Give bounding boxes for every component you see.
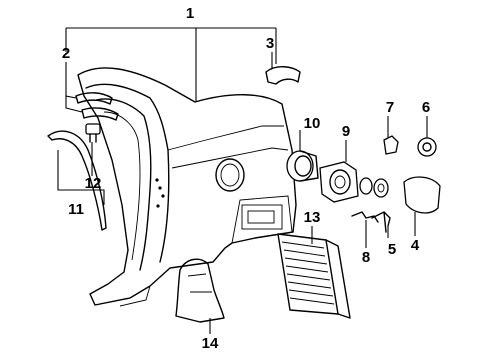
callout-1: 1 [186,5,194,22]
callout-labels: 1 2 3 4 5 6 7 8 9 10 11 12 13 14 [62,5,430,352]
arch-molding-strip [75,92,119,121]
fuel-door [403,176,441,214]
callout-8: 8 [362,249,370,266]
lock-cylinder [417,137,437,157]
hinge-part [371,211,391,233]
small-clip [383,135,399,155]
quarter-panel [77,67,297,307]
callout-14: 14 [202,335,219,352]
callout-13: 13 [304,209,321,226]
callout-3: 3 [266,35,274,52]
callout-11: 11 [68,201,84,218]
spring-part [351,211,379,223]
filler-housing [286,150,319,182]
vent-louver [277,233,351,319]
bracket-part [265,66,301,85]
callout-2: 2 [62,45,70,62]
callout-12: 12 [85,175,102,192]
filler-pocket [319,161,359,203]
callout-7: 7 [386,99,394,116]
clip-part [85,123,101,143]
callout-4: 4 [411,237,420,254]
callout-9: 9 [342,123,350,140]
callout-6: 6 [422,99,430,116]
callout-10: 10 [304,115,321,132]
mud-flap [175,258,225,323]
callout-5: 5 [388,241,396,258]
leader-lines [57,27,428,334]
arch-trim [47,130,107,231]
grommets [359,177,389,198]
